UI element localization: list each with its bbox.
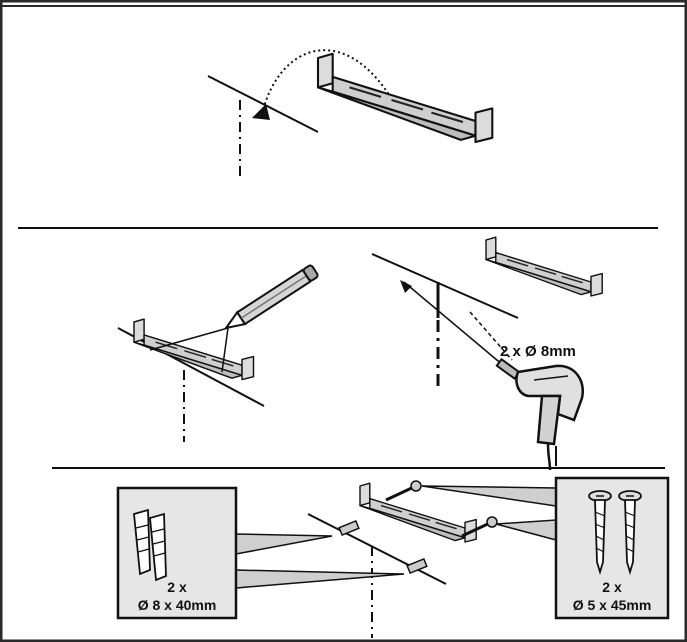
screw-callout-pointer [421,485,557,507]
arrow-head [400,280,412,293]
bracket [316,52,494,144]
bracket [485,236,603,297]
screw-icon [385,480,498,538]
step-3-fix-bracket: 2 x Ø 8 x 40mm 2 x Ø 5 x 45mm [116,476,670,638]
wall-line [117,327,265,407]
anchor-qty: 2 x [167,579,187,595]
step-2-drill-holes: 2 x Ø 8mm [371,236,603,471]
anchor-spec: Ø 8 x 40mm [138,597,217,613]
drill-size-label: 2 x Ø 8mm [500,343,576,360]
wood-screw-icon [588,490,642,576]
anchor-callout-pointer [235,533,333,555]
wall-plug-icon [133,508,167,582]
step-1-position-bracket [207,49,494,180]
pencil-guide [149,327,229,351]
screw-spec: Ø 5 x 45mm [573,597,652,613]
anchor-callout-pointer [235,569,405,589]
screw-callout-box: 2 x Ø 5 x 45mm [554,476,670,620]
drill-guide [403,281,505,367]
pencil-guide [221,327,229,373]
screw-qty: 2 x [602,579,622,595]
move-arrow-path [261,49,399,115]
step-2-mark-holes [117,264,319,442]
arrow-head [252,104,270,120]
wall-line [371,253,519,319]
drill-icon [495,357,585,471]
screw-callout-pointer [495,519,557,541]
wall-line [307,513,447,585]
anchor-icon [338,519,428,575]
drill-guide [469,311,513,361]
pencil-icon [223,264,319,330]
wall-line [207,75,319,133]
anchor-callout-box: 2 x Ø 8 x 40mm [116,486,238,620]
